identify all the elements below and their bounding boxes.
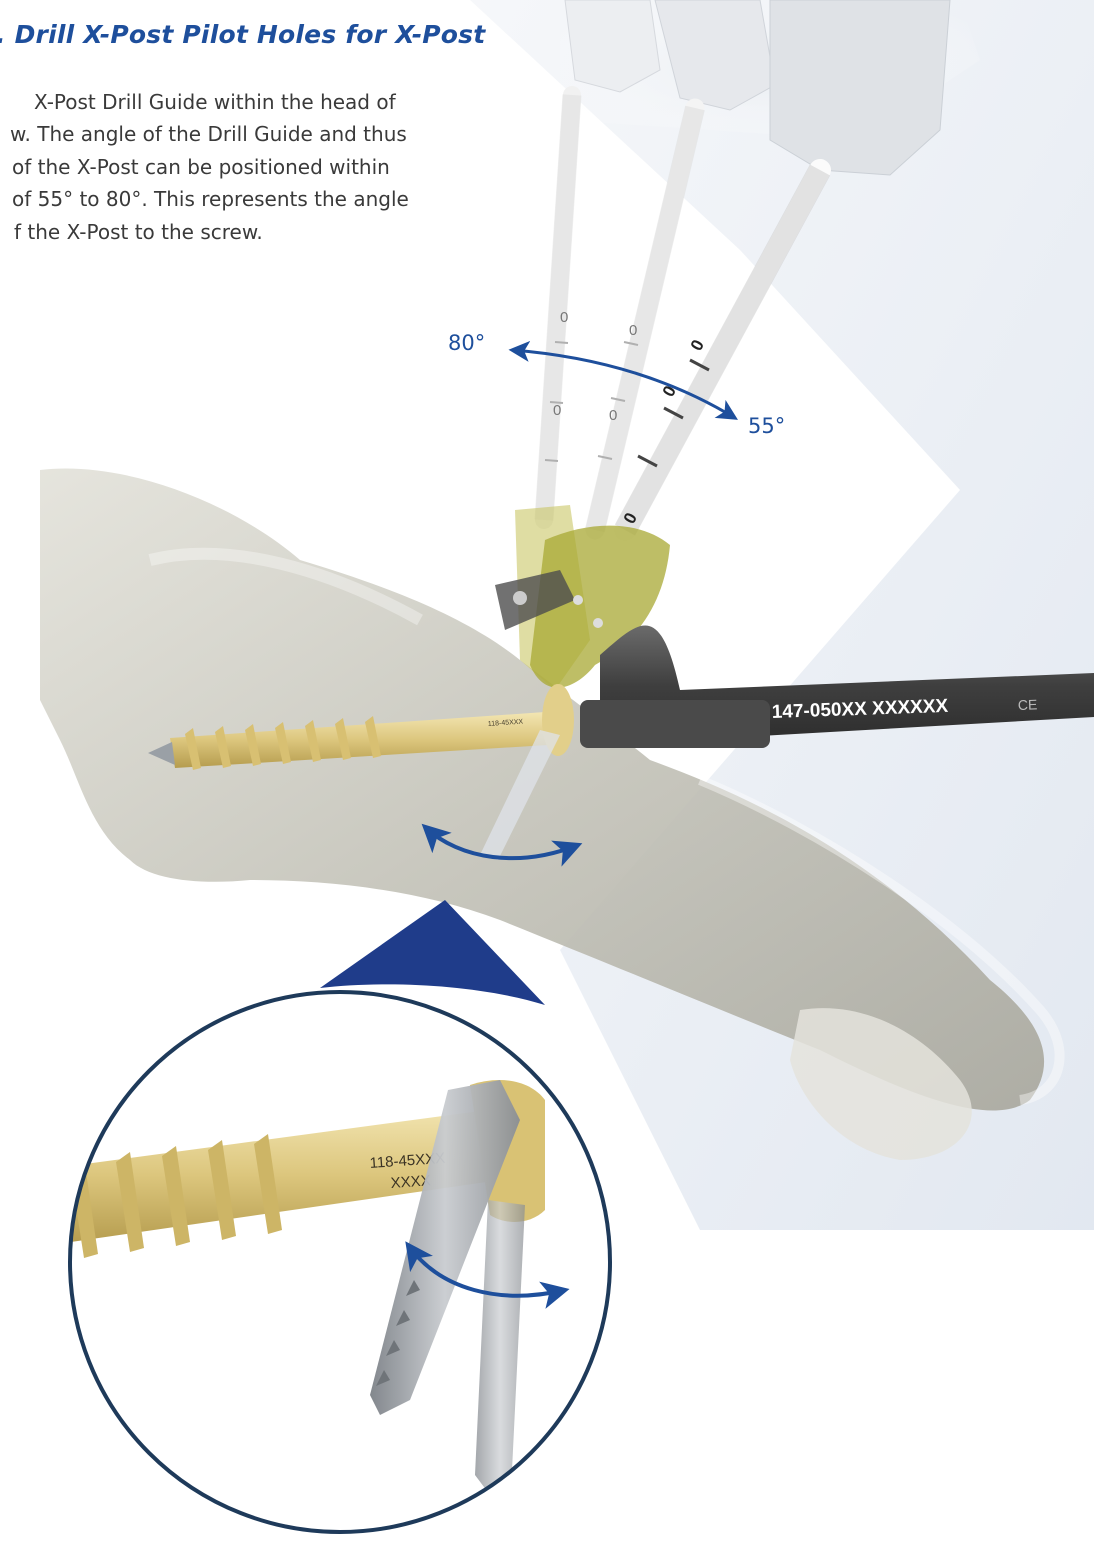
- description-line-1: X-Post Drill Guide within the head of: [34, 86, 396, 119]
- angle-max-label: 80°: [448, 331, 485, 355]
- depth-mark: 0: [609, 407, 617, 424]
- description-line-5: f the X-Post to the screw.: [14, 216, 263, 249]
- description-line-4: of 55° to 80°. This represents the angle: [12, 183, 409, 216]
- ce-mark: CE: [1018, 696, 1038, 713]
- depth-mark: 0: [560, 309, 568, 326]
- detail-view: 118-45XXX XXXX: [40, 992, 610, 1532]
- depth-mark: 0: [629, 322, 637, 339]
- depth-mark: 0: [553, 402, 561, 419]
- description-line-2: w. The angle of the Drill Guide and thus: [10, 118, 407, 151]
- description-line-3: of the X-Post can be positioned within: [12, 151, 390, 184]
- angle-min-label: 55°: [748, 414, 785, 438]
- depth-mark: 0: [687, 337, 708, 354]
- step-heading: . Drill X-Post Pilot Holes for X-Post: [0, 20, 485, 49]
